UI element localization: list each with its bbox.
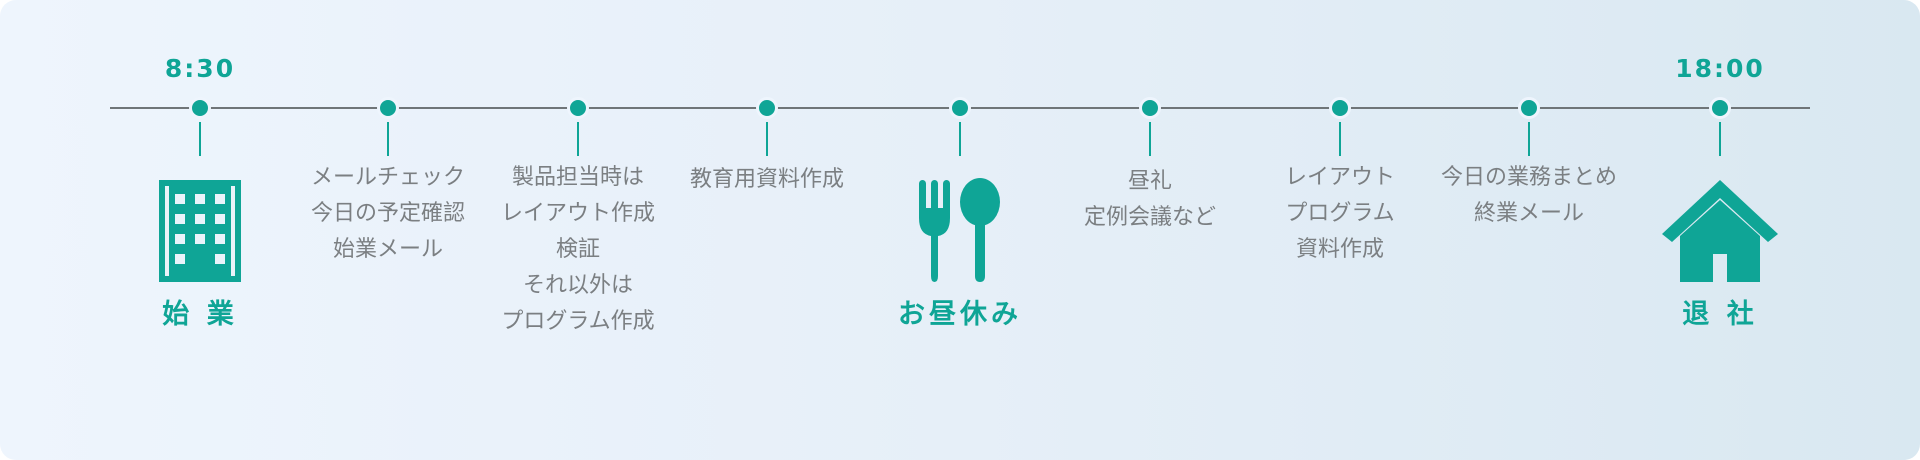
timeline-tick <box>1719 122 1721 156</box>
step-description: 昼礼 定例会議など <box>1083 169 1216 230</box>
timeline-tick <box>1528 122 1530 156</box>
start-label: 始 業 <box>162 299 238 330</box>
timeline-dot <box>377 97 399 119</box>
timeline-dot <box>1329 97 1351 119</box>
timeline-dot <box>949 97 971 119</box>
start-time: 8:30 <box>164 54 236 83</box>
timeline-dot <box>756 97 778 119</box>
office-building-icon <box>159 180 241 282</box>
step-description: 製品担当時は レイアウト作成 検証 それ以外は プログラム作成 <box>500 165 655 334</box>
step-description: 教育用資料作成 <box>689 167 844 192</box>
lunch-label: お昼休み <box>898 299 1022 330</box>
end-time: 18:00 <box>1675 54 1765 83</box>
timeline-tick <box>199 122 201 156</box>
timeline-dot <box>1518 97 1540 119</box>
timeline-dot <box>1139 97 1161 119</box>
timeline-dot <box>189 97 211 119</box>
timeline-dot <box>1709 97 1731 119</box>
step-description: メールチェック 今日の予定確認 始業メール <box>310 165 465 262</box>
step-description: レイアウト プログラム 資料作成 <box>1284 165 1395 262</box>
timeline-tick <box>1339 122 1341 156</box>
timeline-tick <box>387 122 389 156</box>
timeline-tick <box>1149 122 1151 156</box>
fork-spoon-icon <box>919 178 1000 282</box>
timeline-tick <box>959 122 961 156</box>
timeline-tick <box>577 122 579 156</box>
timeline-dot <box>567 97 589 119</box>
house-icon <box>1662 180 1778 282</box>
timeline-tick <box>766 122 768 156</box>
step-description: 今日の業務まとめ 終業メール <box>1440 165 1617 226</box>
end-label: 退 社 <box>1682 299 1758 330</box>
